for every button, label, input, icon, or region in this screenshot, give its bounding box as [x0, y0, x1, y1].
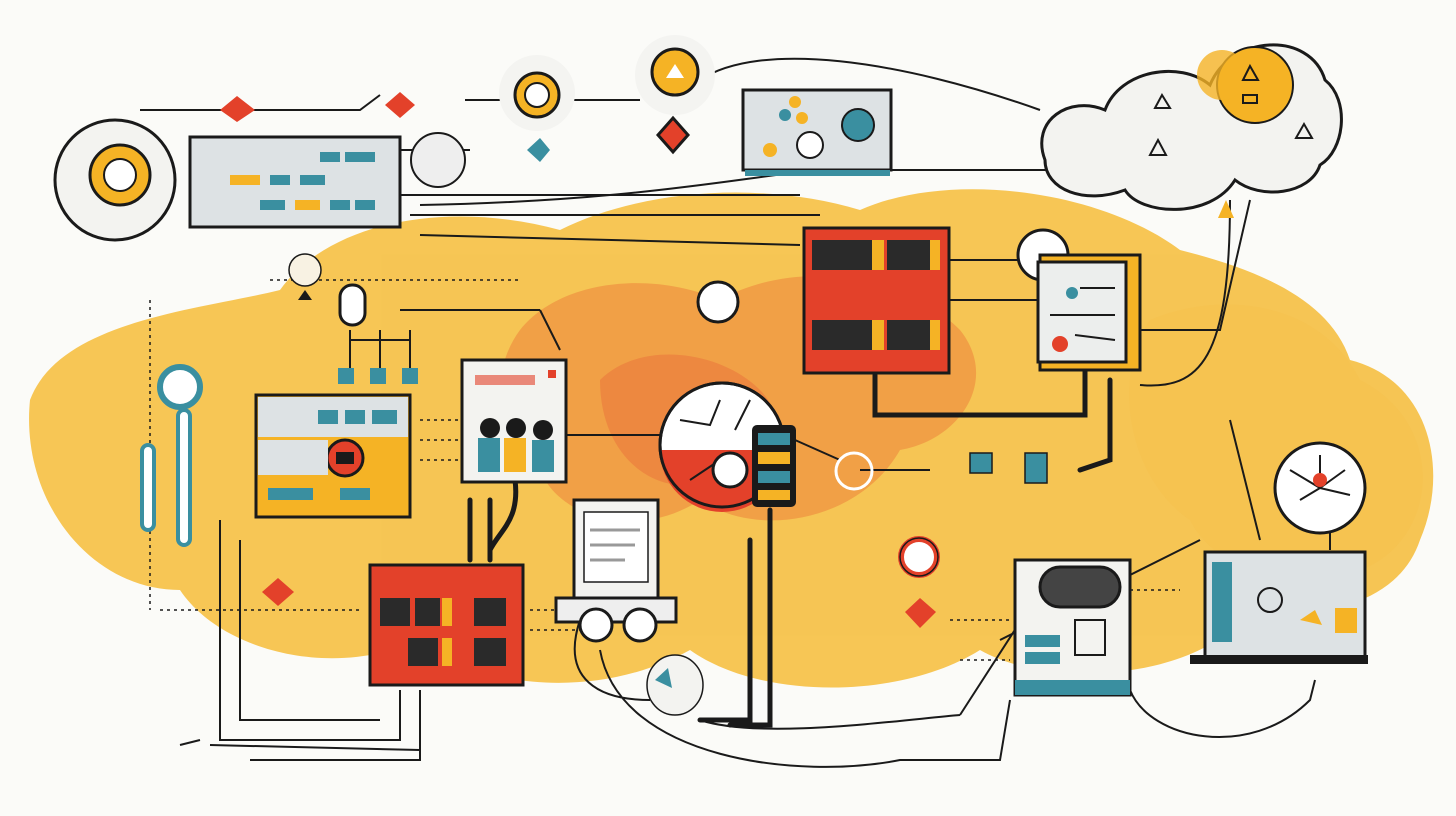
cloud-icon: [1040, 43, 1343, 218]
gauge-icon: [1273, 441, 1367, 535]
monitor-icon: [741, 88, 893, 176]
status-indicators-top: [220, 35, 715, 162]
server-rack-bottom-icon: [262, 563, 525, 687]
laptop-icon: [1190, 550, 1368, 664]
lock-icon: [140, 253, 418, 547]
router-panel-top-left: [53, 118, 466, 242]
users-icon: [460, 358, 568, 484]
document-icon: [1016, 228, 1142, 372]
backup-device-icon: [1013, 558, 1132, 697]
network-cables: [140, 57, 1331, 768]
control-panel-icon: [254, 393, 412, 519]
printer-icon: [554, 498, 704, 716]
globe-icon: [658, 381, 874, 512]
plug-icon: [898, 452, 1048, 628]
server-rack-icon: [696, 226, 951, 375]
